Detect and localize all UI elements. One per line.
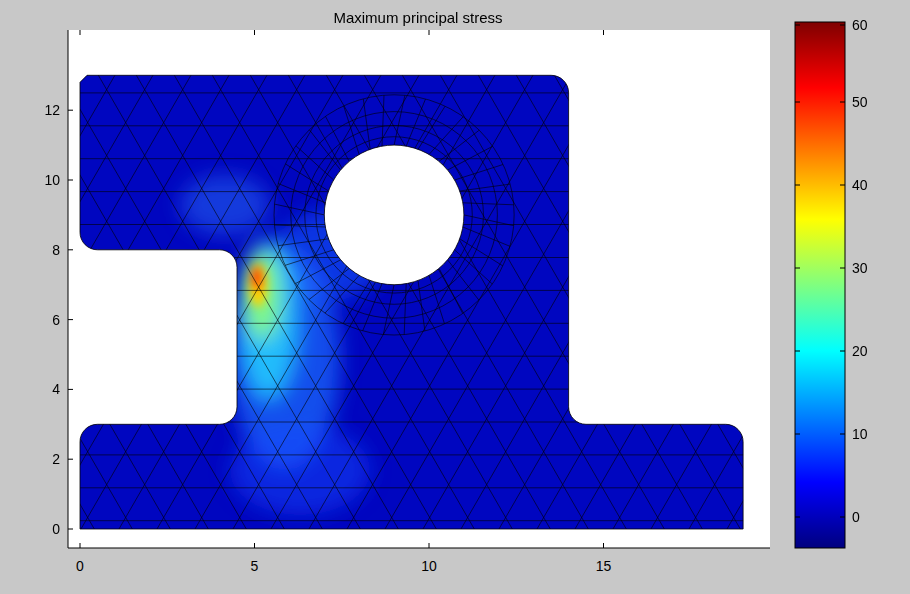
tick-mark bbox=[68, 529, 73, 530]
y-tick-label: 6 bbox=[52, 313, 60, 327]
colorbar-tick-label: 60 bbox=[852, 18, 868, 32]
x-tick-label: 10 bbox=[421, 559, 437, 573]
colorbar-tick-label: 40 bbox=[852, 178, 868, 192]
tick-mark bbox=[795, 517, 800, 518]
x-tick-label: 15 bbox=[596, 559, 612, 573]
tick-mark bbox=[68, 319, 73, 320]
tick-mark bbox=[795, 185, 800, 186]
tick-mark bbox=[254, 543, 255, 548]
y-tick-label: 2 bbox=[52, 452, 60, 466]
colorbar bbox=[795, 22, 845, 548]
x-tick-label: 0 bbox=[76, 559, 84, 573]
colorbar-tick-label: 50 bbox=[852, 95, 868, 109]
tick-mark bbox=[429, 30, 430, 35]
tick-mark bbox=[68, 110, 73, 111]
tick-mark bbox=[68, 389, 73, 390]
part-outline bbox=[80, 75, 743, 529]
colorbar-tick-label: 10 bbox=[852, 427, 868, 441]
tick-mark bbox=[795, 351, 800, 352]
tick-mark bbox=[795, 268, 800, 269]
chart-title: Maximum principal stress bbox=[333, 10, 502, 25]
tick-mark bbox=[80, 30, 81, 35]
tick-mark bbox=[429, 543, 430, 548]
tick-mark bbox=[68, 180, 73, 181]
tick-mark bbox=[68, 249, 73, 250]
tick-mark bbox=[254, 30, 255, 35]
colorbar-tick-label: 0 bbox=[852, 510, 860, 524]
y-tick-label: 0 bbox=[52, 522, 60, 536]
tick-mark bbox=[840, 102, 845, 103]
tick-mark bbox=[80, 543, 81, 548]
tick-mark bbox=[840, 517, 845, 518]
colorbar-tick-label: 30 bbox=[852, 261, 868, 275]
tick-mark bbox=[840, 185, 845, 186]
tick-mark bbox=[795, 25, 800, 26]
y-tick-label: 10 bbox=[44, 173, 60, 187]
tick-mark bbox=[795, 434, 800, 435]
y-tick-label: 4 bbox=[52, 382, 60, 396]
colorbar-tick-label: 20 bbox=[852, 344, 868, 358]
tick-mark bbox=[840, 434, 845, 435]
tick-mark bbox=[68, 459, 73, 460]
tick-mark bbox=[840, 25, 845, 26]
y-tick-label: 8 bbox=[52, 243, 60, 257]
tick-mark bbox=[840, 351, 845, 352]
x-tick-label: 5 bbox=[251, 559, 259, 573]
y-tick-label: 12 bbox=[44, 103, 60, 117]
axis-lines bbox=[68, 30, 770, 548]
tick-mark bbox=[795, 102, 800, 103]
tick-mark bbox=[840, 268, 845, 269]
tick-mark bbox=[603, 543, 604, 548]
tick-mark bbox=[603, 30, 604, 35]
